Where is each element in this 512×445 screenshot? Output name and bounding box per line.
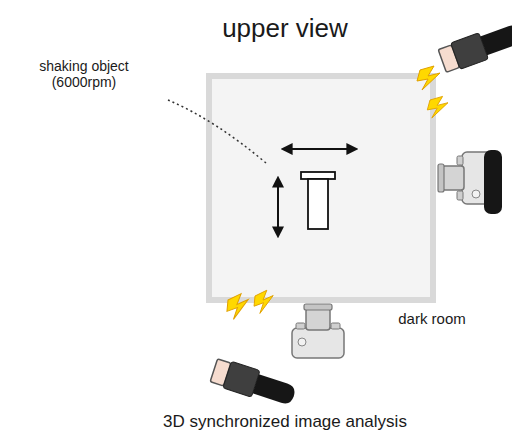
leader-line bbox=[168, 100, 266, 163]
lightning-symbol bbox=[427, 96, 448, 118]
shake-arrow bbox=[277, 178, 279, 236]
flash-unit bbox=[210, 357, 299, 410]
camera bbox=[438, 152, 492, 204]
diagram-caption: 3D synchronized image analysis bbox=[120, 412, 450, 432]
lightning-symbol bbox=[252, 289, 276, 314]
shaking-object bbox=[301, 172, 335, 229]
room-label: dark room bbox=[372, 310, 492, 327]
object-label: shaking object (6000rpm) bbox=[28, 58, 140, 90]
diagram-title: upper view bbox=[135, 14, 435, 44]
lightning-symbol bbox=[224, 293, 251, 321]
shake-arrow bbox=[283, 148, 356, 150]
flash-unit bbox=[438, 19, 512, 74]
lightning-symbol bbox=[417, 66, 440, 90]
camera bbox=[292, 304, 344, 358]
dark-room bbox=[209, 76, 433, 300]
camera-grip bbox=[484, 150, 502, 214]
